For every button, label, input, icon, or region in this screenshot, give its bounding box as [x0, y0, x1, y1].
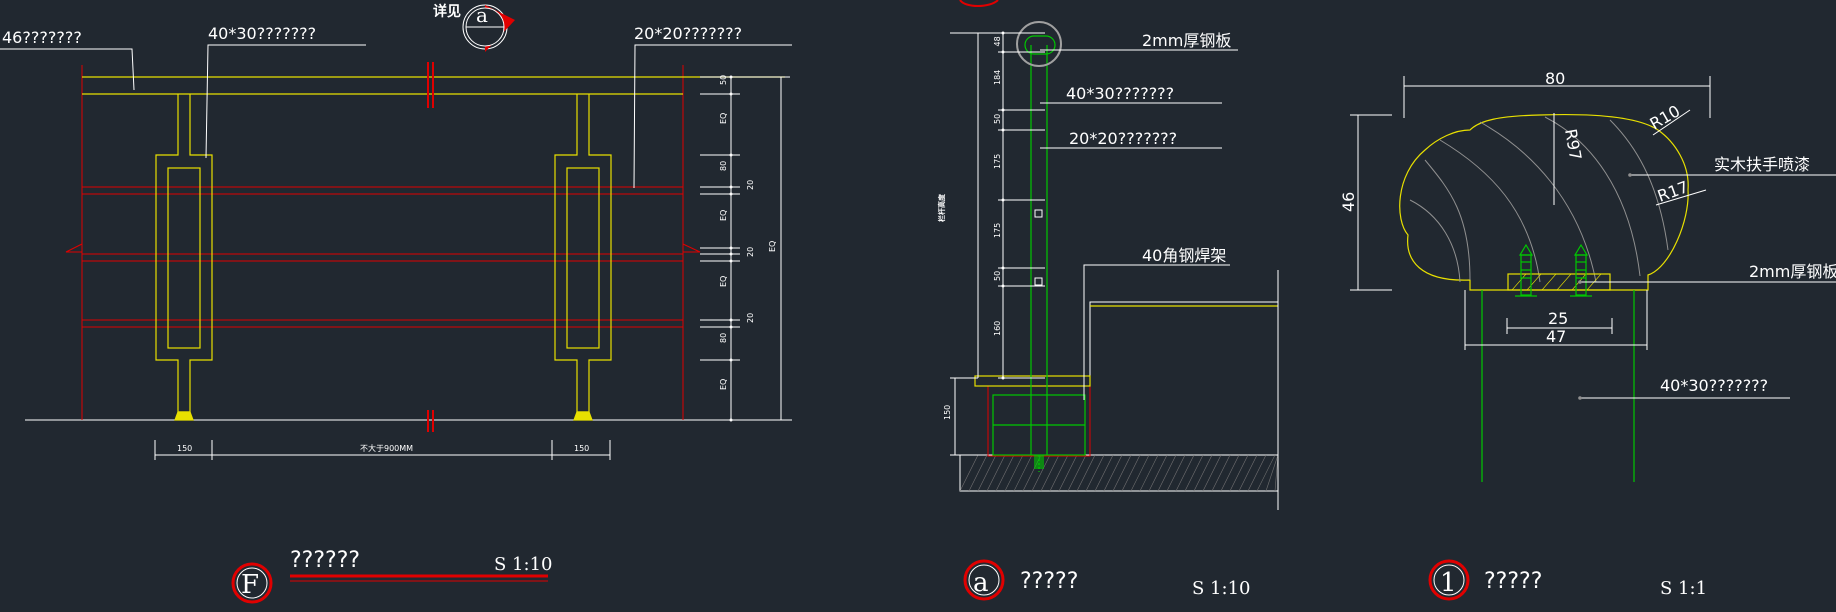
title-mark-a: a: [973, 568, 989, 598]
radius-r10: R10: [1647, 101, 1684, 133]
svg-text:150: 150: [943, 405, 952, 420]
label-section-40x30: 40*30???????: [1066, 84, 1174, 103]
railing-section: 48 184 50 175 175 50 160 150 栏杆高度 2mm厚钢板 40*30…: [937, 21, 1279, 601]
svg-text:不大于900MM: 不大于900MM: [360, 443, 413, 453]
elevation-vdim-1: EQ: [719, 113, 728, 124]
svg-text:150: 150: [177, 444, 192, 453]
elevation-vdim-8: 80: [719, 333, 728, 343]
railing-elevation: 46??????? 40*30??????? 20*20??????? 详见 a…: [0, 3, 792, 604]
detail-ref-text: 详见: [433, 3, 461, 20]
section-vdim-6: 160: [993, 321, 1002, 336]
elevation-vdim-5: 20: [746, 247, 755, 257]
section-vdim-4: 175: [993, 223, 1002, 238]
elevation-vdim-7: 20: [746, 313, 755, 323]
label-wood-handrail: 实木扶手喷漆: [1714, 155, 1810, 174]
svg-text:25: 25: [1548, 309, 1568, 328]
section-vdim-3: 175: [993, 154, 1002, 169]
elevation-vdim-0: 50: [719, 75, 728, 85]
wood-grain: [1409, 116, 1669, 283]
label-handrail-40x30: 40*30???????: [1660, 376, 1768, 395]
title-section: ?????: [1020, 569, 1078, 594]
elevation-vdim-4: EQ: [719, 210, 728, 221]
title-block-a: a ????? S 1:10: [963, 559, 1250, 601]
post-left: [155, 94, 213, 421]
scale-elevation: S 1:10: [494, 554, 552, 575]
section-vdim-0: 48: [993, 36, 1002, 46]
wood-handrail-profile: [1399, 113, 1689, 291]
elevation-vdim-2: 80: [719, 161, 728, 171]
label-40x30-tube: 40*30???????: [208, 24, 316, 43]
elevation-vdim-6: EQ: [719, 276, 728, 287]
horizontal-rails: [65, 186, 701, 328]
svg-text:EQ: EQ: [768, 241, 777, 252]
handrail-dimensions: 80 46 25 47 R97 R10 R17: [1339, 69, 1711, 346]
svg-text:a: a: [476, 3, 488, 27]
screw-right: [1570, 243, 1592, 297]
elevation-vdim-9: EQ: [719, 379, 728, 390]
handrail-section-circle: [1016, 21, 1062, 67]
label-20x20-tube: 20*20???????: [634, 24, 742, 43]
label-section-plate: 2mm厚钢板: [1142, 31, 1231, 50]
svg-text:150: 150: [574, 444, 589, 453]
section-vdim-2: 50: [993, 114, 1002, 124]
leader-46: [0, 48, 135, 91]
step-outline: [1089, 301, 1278, 455]
post-right: [554, 94, 612, 421]
leader-angle: [1083, 264, 1230, 400]
radius-r17: R17: [1655, 177, 1691, 206]
leader-20x20: [633, 44, 792, 189]
offscreen-marker: [959, 0, 999, 7]
title-mark-1: 1: [1440, 568, 1457, 598]
title-mark-f: F: [241, 570, 259, 600]
title-block-1: 1 ????? S 1:1: [1428, 559, 1707, 601]
radius-r97: R97: [1561, 127, 1585, 161]
section-vertical-dimensions: 48 184 50 175 175 50 160 150 栏杆高度: [937, 31, 1045, 456]
section-vdim-5: 50: [993, 271, 1002, 281]
leader-40x30: [205, 44, 366, 159]
detail-ref-bubble: a: [462, 3, 515, 52]
label-46-tube: 46???????: [2, 28, 82, 47]
screw-left: [1515, 243, 1537, 297]
label-handrail-plate: 2mm厚钢板: [1749, 262, 1836, 281]
label-section-angle: 40角钢焊架: [1142, 246, 1226, 265]
scale-handrail: S 1:1: [1660, 578, 1707, 599]
bottom-dimension: 150 不大于900MM 150: [154, 440, 611, 460]
svg-text:46: 46: [1339, 192, 1358, 212]
label-section-20x20: 20*20???????: [1069, 129, 1177, 148]
section-vdim-1: 184: [993, 70, 1002, 85]
title-block-f: F ?????? S 1:10: [231, 548, 552, 604]
title-handrail: ?????: [1484, 569, 1542, 594]
elevation-vdim-3: 20: [746, 180, 755, 190]
svg-text:47: 47: [1546, 327, 1566, 346]
svg-text:80: 80: [1545, 69, 1565, 88]
handrail-detail: 80 46 25 47 R97 R10 R17 实木扶手喷漆 2mm厚钢板 40…: [1339, 69, 1836, 601]
title-elevation: ??????: [290, 548, 360, 573]
scale-section: S 1:10: [1192, 578, 1250, 599]
section-side-label: 栏杆高度: [937, 193, 946, 222]
